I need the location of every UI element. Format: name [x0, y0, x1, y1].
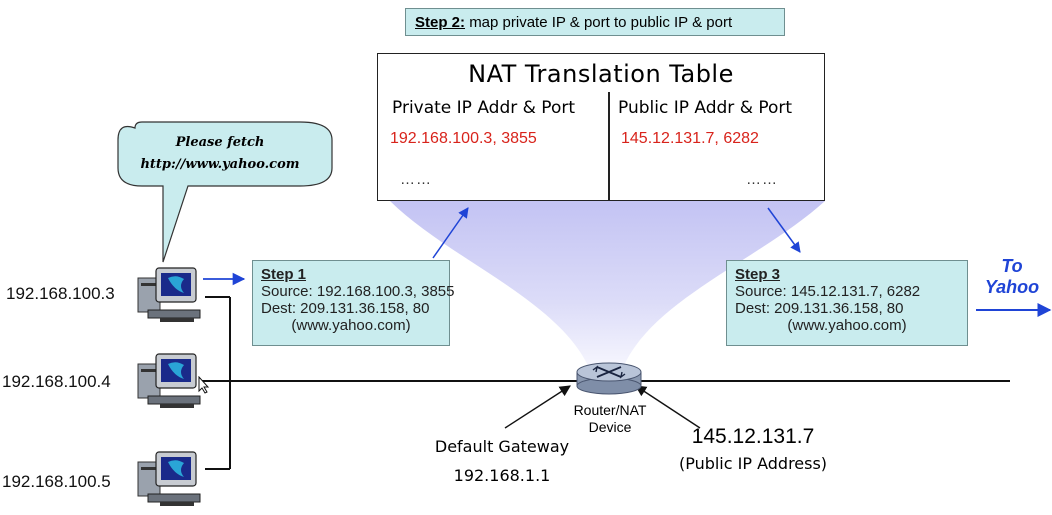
step3-dest: Dest: 209.131.36.158, 80 [735, 300, 904, 317]
gateway-line-2: 192.168.1.1 [453, 466, 551, 485]
default-gateway-label: Default Gateway 192.168.1.1 [424, 432, 580, 490]
step2-banner: Step 2: map private IP & port to public … [405, 8, 785, 36]
step2-text: map private IP & port to public IP & por… [469, 14, 733, 31]
step3-label: Step 3 [735, 266, 781, 283]
step1-label: Step 1 [261, 266, 307, 283]
arrow-step1-to-table [432, 207, 469, 259]
step1-box: Step 1 Source: 192.168.100.3, 3855 Dest:… [252, 260, 455, 346]
router-label: Router/NAT Device [556, 402, 664, 436]
bubble-line-1: Please fetch [175, 135, 265, 150]
public-ip-value: 145.12.131.7, 6282 [621, 130, 759, 147]
step1-host: (www.yahoo.com) [291, 317, 411, 334]
step1-dest: Dest: 209.131.36.158, 80 [261, 300, 430, 317]
host-ip-1: 192.168.100.3 [6, 284, 115, 303]
speech-bubble [117, 121, 333, 263]
public-ip-label: 145.12.131.7 (Public IP Address) [652, 424, 854, 478]
arrow-gateway [504, 385, 571, 429]
router-icon [576, 362, 642, 395]
private-ip-value: 192.168.100.3, 3855 [390, 130, 537, 147]
step3-host: (www.yahoo.com) [787, 317, 907, 334]
private-more: …… [400, 171, 432, 188]
nat-table-title: NAT Translation Table [468, 60, 734, 88]
bubble-line-2: http://www.yahoo.com [140, 157, 300, 172]
public-ip-caption: (Public IP Address) [678, 454, 828, 473]
step1-source: Source: 192.168.100.3, 3855 [261, 283, 455, 300]
computer-icon [137, 451, 201, 506]
to-yahoo-label: To Yahoo [980, 256, 1044, 298]
arrow-table-to-step3 [767, 207, 801, 253]
public-ip-value-label: 145.12.131.7 [691, 425, 815, 448]
column-header-public: Public IP Addr & Port [618, 98, 793, 118]
translation-beam [390, 201, 825, 370]
to-yahoo-line-1: To [1001, 256, 1023, 276]
to-yahoo-line-2: Yahoo [984, 277, 1040, 297]
step3-box: Step 3 Source: 145.12.131.7, 6282 Dest: … [726, 260, 968, 346]
arrow-public-ip [635, 385, 701, 429]
router-label-line-2: Device [588, 419, 632, 435]
gateway-line-1: Default Gateway [434, 437, 570, 456]
router-label-line-1: Router/NAT [573, 402, 647, 418]
nat-translation-table: NAT Translation Table Private IP Addr & … [377, 53, 825, 201]
public-more: …… [746, 171, 778, 188]
column-divider [608, 92, 610, 200]
speech-bubble-text: Please fetch http://www.yahoo.com [134, 132, 306, 176]
computer-icon [137, 267, 201, 322]
host-ip-2: 192.168.100.4 [2, 372, 111, 391]
step2-label: Step 2: [415, 14, 466, 31]
step3-source: Source: 145.12.131.7, 6282 [735, 283, 921, 300]
column-header-private: Private IP Addr & Port [392, 98, 576, 118]
host-ip-3: 192.168.100.5 [2, 472, 111, 491]
computer-icon [137, 353, 201, 408]
cursor-icon [198, 376, 210, 394]
